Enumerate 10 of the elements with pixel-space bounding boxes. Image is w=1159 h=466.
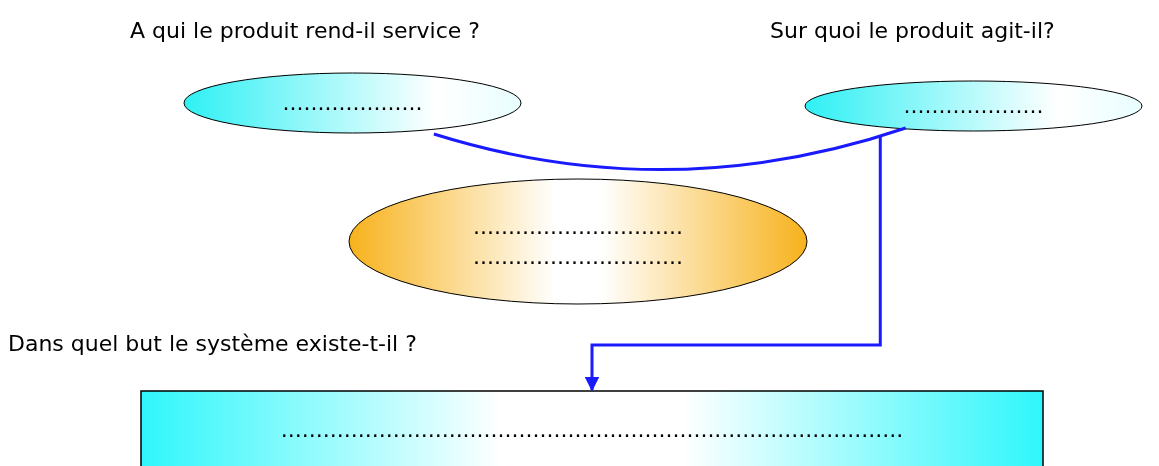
fill-in-line: ....................	[282, 89, 423, 117]
fill-in-line: .........................................................................................	[280, 416, 904, 444]
question-label: Dans quel but le système existe-t-il ?	[8, 330, 417, 358]
question-label: Sur quoi le produit agit-il?	[770, 17, 1055, 45]
fill-in-line: ..............................	[473, 242, 683, 271]
question-label: A qui le produit rend-il service ?	[130, 17, 480, 45]
connector-line	[433, 126, 907, 171]
fill-in-line: ..............................	[473, 212, 683, 241]
connector-line	[584, 137, 882, 392]
fill-in-line: ....................	[903, 92, 1044, 120]
